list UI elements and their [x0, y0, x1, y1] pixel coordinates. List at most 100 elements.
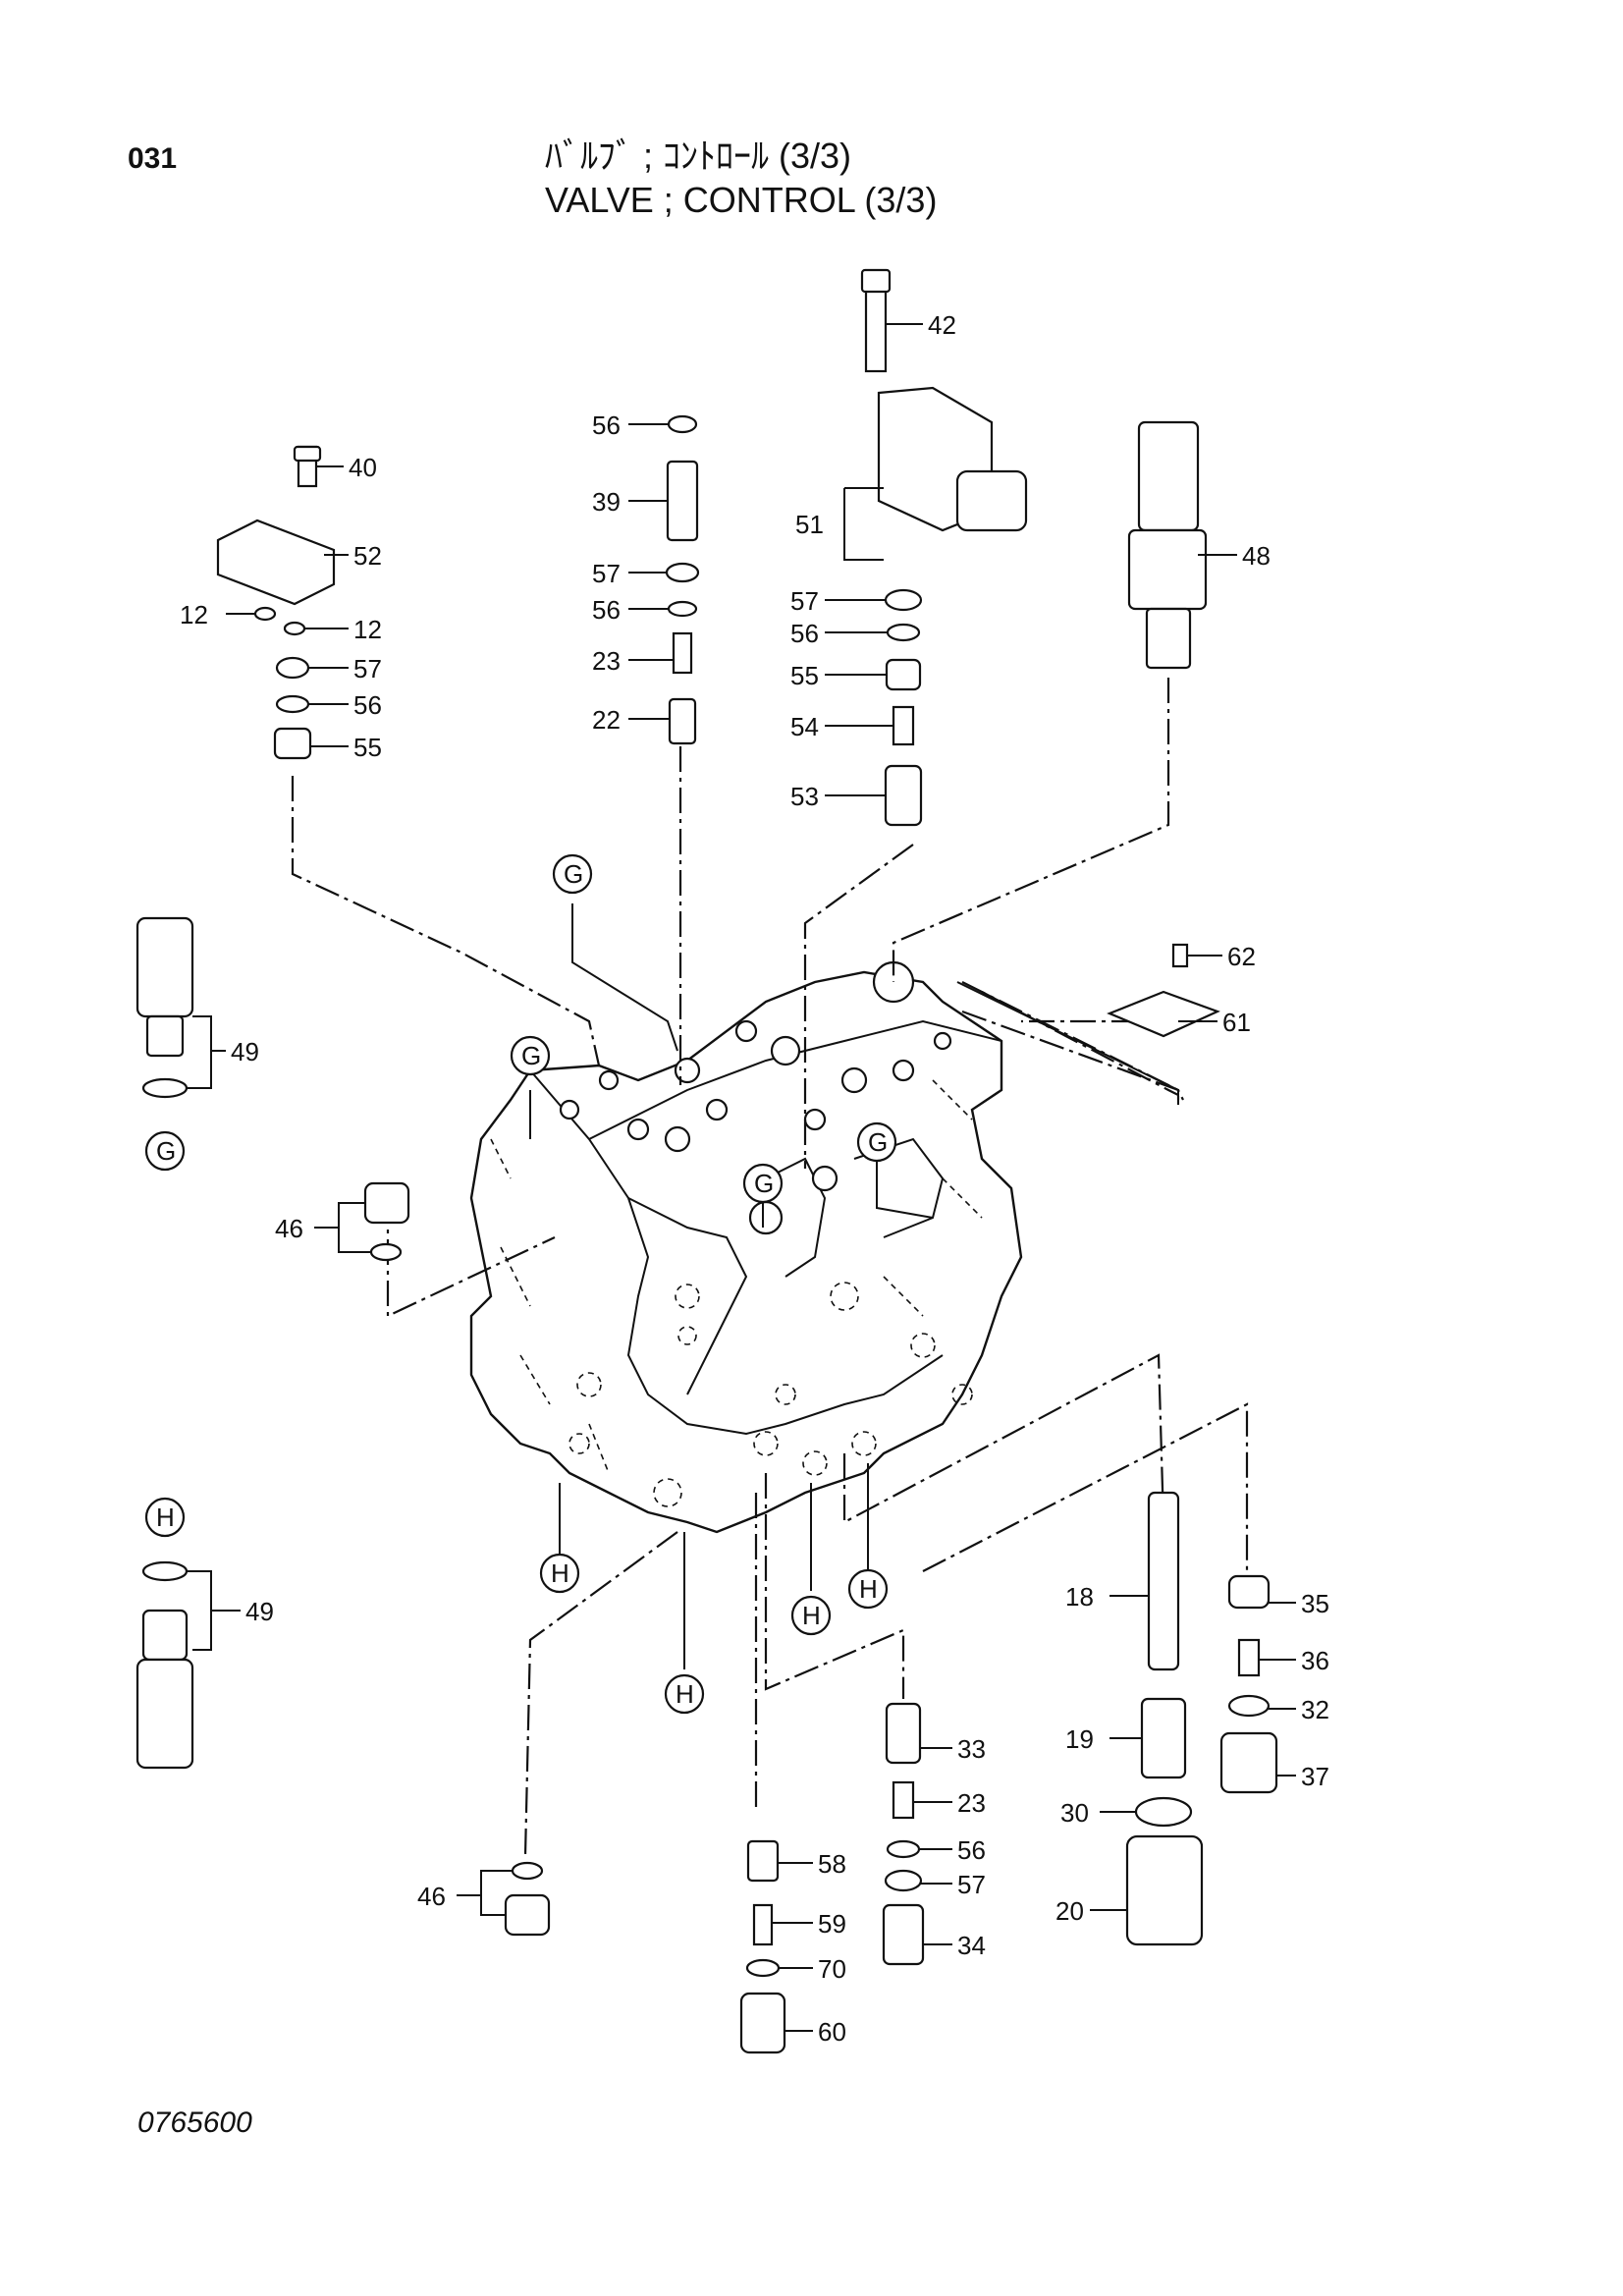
part-19-spring — [1140, 1697, 1187, 1779]
part-70-o-ring — [745, 1958, 781, 1978]
part-46-plug-lower — [504, 1861, 551, 1937]
marker-h-5: H — [664, 1673, 705, 1715]
callout-32: 32 — [1301, 1695, 1329, 1724]
part-61-plate — [1107, 990, 1220, 1038]
callout-37: 37 — [1301, 1762, 1329, 1791]
reference-markers: G G G G G H H H H H H — [144, 853, 897, 1715]
part-group-check-valve — [665, 414, 700, 745]
part-53-poppet — [884, 764, 923, 827]
part-56-o-ring — [275, 694, 310, 714]
part-group-solenoid-block — [860, 268, 1028, 827]
svg-text:G: G — [868, 1127, 888, 1157]
callout-33: 33 — [957, 1734, 986, 1764]
part-60-plug — [739, 1992, 786, 2054]
part-23-spring — [672, 631, 693, 675]
figure-number: 0765600 — [137, 2106, 252, 2139]
callout-57-c: 57 — [790, 586, 819, 616]
part-46-plug-upper — [363, 1181, 410, 1262]
callout-56-e: 56 — [957, 1835, 986, 1865]
callout-46-b: 46 — [417, 1882, 446, 1911]
part-57-ring-b — [884, 1869, 923, 1892]
svg-text:H: H — [156, 1503, 175, 1532]
svg-text:H: H — [676, 1679, 694, 1709]
valve-body — [469, 960, 1023, 1534]
page-number: 031 — [128, 142, 178, 175]
part-59-spring — [752, 1903, 774, 1946]
marker-g-4: G — [742, 1163, 784, 1204]
callout-40: 40 — [349, 453, 377, 482]
part-12-o-ring-a — [253, 606, 277, 622]
part-18-spool — [1147, 1491, 1180, 1671]
svg-text:H: H — [802, 1601, 821, 1630]
svg-text:H: H — [551, 1558, 569, 1588]
callout-56-b: 56 — [592, 410, 621, 440]
part-56-o-ring-b — [886, 1839, 921, 1859]
callout-60: 60 — [818, 2017, 846, 2047]
callout-18: 18 — [1065, 1582, 1094, 1612]
callout-56-a: 56 — [353, 690, 382, 720]
part-12-o-ring-b — [283, 621, 306, 636]
callout-42: 42 — [928, 310, 956, 340]
part-33-poppet — [885, 1702, 922, 1765]
callout-20: 20 — [1055, 1896, 1084, 1926]
svg-text:H: H — [859, 1574, 878, 1604]
marker-h-4: H — [790, 1595, 832, 1636]
callout-36: 36 — [1301, 1646, 1329, 1675]
part-57-ring-r — [884, 588, 923, 612]
part-56-o-ring-r — [886, 623, 921, 642]
svg-text:G: G — [521, 1041, 541, 1070]
callout-39: 39 — [592, 487, 621, 517]
part-37-plug — [1219, 1731, 1278, 1794]
part-54-spring — [892, 705, 915, 746]
part-32-o-ring — [1227, 1694, 1271, 1718]
callout-55-a: 55 — [353, 733, 382, 762]
svg-text:G: G — [564, 859, 583, 889]
callout-49-b: 49 — [245, 1597, 274, 1626]
callout-12-a: 12 — [180, 600, 208, 629]
callout-35: 35 — [1301, 1589, 1329, 1618]
part-52-cover-plate — [216, 519, 336, 606]
callout-leaders — [187, 323, 1296, 2032]
svg-text:G: G — [754, 1169, 774, 1198]
callout-61: 61 — [1222, 1008, 1251, 1037]
callout-48: 48 — [1242, 541, 1271, 571]
part-20-cap — [1125, 1834, 1204, 1946]
callout-23-b: 23 — [957, 1788, 986, 1818]
callout-34: 34 — [957, 1931, 986, 1960]
callout-19: 19 — [1065, 1724, 1094, 1754]
callout-23-a: 23 — [592, 646, 621, 676]
part-36-spring — [1237, 1638, 1261, 1677]
callout-56-c: 56 — [592, 595, 621, 625]
callout-numbers: 40 52 12 12 57 56 55 56 39 57 56 23 22 4… — [180, 310, 1329, 2047]
part-58-poppet — [746, 1839, 780, 1883]
part-group-relief-cover — [216, 445, 336, 760]
callout-57-a: 57 — [353, 654, 382, 683]
callout-56-d: 56 — [790, 619, 819, 648]
marker-g-5: G — [856, 1121, 897, 1163]
marker-h-3: H — [847, 1568, 889, 1610]
part-30-o-ring — [1134, 1796, 1193, 1828]
callout-52: 52 — [353, 541, 382, 571]
part-39-sleeve — [666, 460, 699, 542]
marker-h-2: H — [539, 1553, 580, 1594]
callout-12-b: 12 — [353, 615, 382, 644]
part-group-check-valve-r — [1219, 1574, 1278, 1794]
callout-22: 22 — [592, 705, 621, 735]
callout-30: 30 — [1060, 1798, 1089, 1828]
marker-g-2: G — [510, 1035, 551, 1076]
part-group-bottom-b — [739, 1839, 786, 2054]
part-62-screw — [1171, 943, 1189, 968]
part-55-plug-r — [885, 658, 922, 691]
callout-57-b: 57 — [592, 559, 621, 588]
callout-58: 58 — [818, 1849, 846, 1879]
callout-59: 59 — [818, 1909, 846, 1939]
part-57-backup-ring — [275, 656, 310, 680]
part-49-relief-valve-upper — [135, 916, 194, 1099]
callout-70: 70 — [818, 1954, 846, 1984]
part-56-o-ring-top — [667, 414, 698, 434]
callout-46-a: 46 — [275, 1214, 303, 1243]
part-35-poppet — [1227, 1574, 1271, 1610]
part-48-relief-valve — [1127, 420, 1208, 670]
